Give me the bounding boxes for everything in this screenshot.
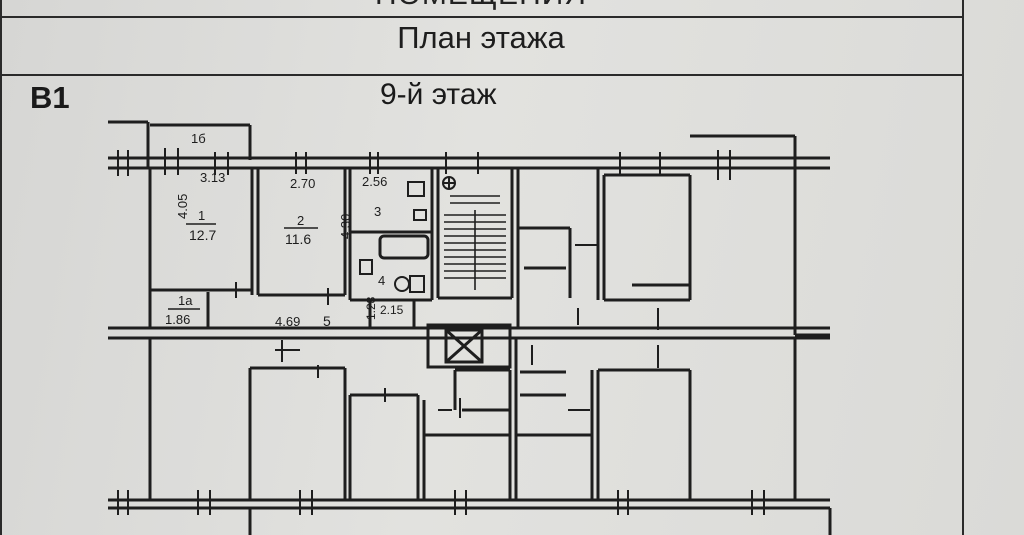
room-1a-number: 1a: [178, 293, 193, 308]
room-3-width: 2.56: [362, 174, 387, 189]
plan-title: План этажа: [397, 20, 565, 55]
room-5-length: 4.69: [275, 314, 300, 329]
room-4-number: 4: [378, 273, 385, 288]
table-border-left: [0, 0, 2, 535]
room-5-number: 5: [323, 313, 331, 329]
room-5-width: 1.28: [364, 296, 378, 320]
room-2-area: 11.6: [285, 231, 311, 247]
window-marks: [117, 148, 765, 515]
table-rule-top: [0, 16, 962, 18]
room-2-number: 2: [297, 213, 304, 228]
section-label: В1: [30, 80, 70, 115]
room-1-number: 1: [198, 208, 205, 223]
room-1b-number: 1б: [191, 131, 206, 146]
room-1-width: 3.13: [200, 170, 225, 185]
room-1-area: 12.7: [189, 227, 216, 243]
circle-plus-icon: [442, 176, 456, 190]
floor-label: 9-й этаж: [380, 78, 497, 111]
dimension-2-15: 2.15: [380, 303, 404, 317]
room-1a-area: 1.86: [165, 312, 190, 327]
room-2-width: 2.70: [290, 176, 315, 191]
staircase-icon: [444, 195, 506, 290]
table-rule-middle: [0, 74, 962, 76]
room-3-number: 3: [374, 204, 381, 219]
plan-walls: [108, 120, 832, 535]
room-2-height: 4.30: [338, 214, 353, 239]
room-1-height: 4.05: [175, 194, 190, 219]
table-border-right: [962, 0, 964, 535]
sanitary-fixtures: [359, 181, 427, 293]
cut-header-text: ПОМЕЩЕНИЯ: [0, 0, 962, 12]
